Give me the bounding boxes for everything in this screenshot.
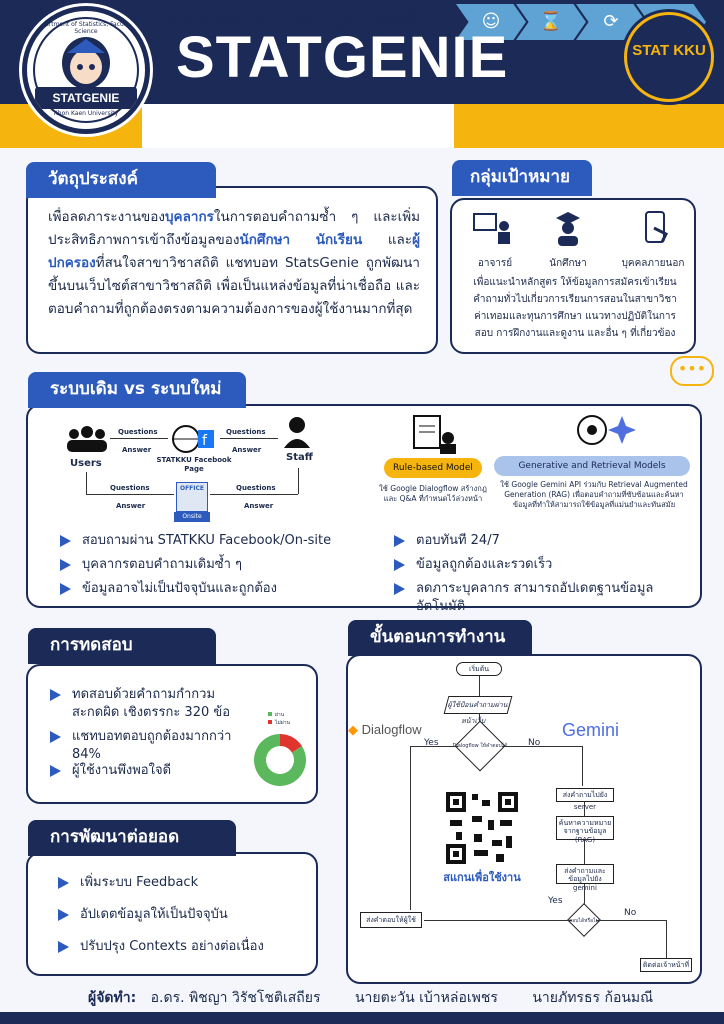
generative-desc: ใช้ Google Gemini API ร่วมกับ Retrieval … <box>500 480 688 509</box>
future-point-3: ปรับปรุง Contexts อย่างต่อเนื่อง <box>58 938 278 956</box>
new-point-2: ข้อมูลถูกต้องและรวดเร็ว <box>394 556 694 574</box>
mascot-icon <box>62 37 110 89</box>
answer-label-3: Answer <box>116 502 146 510</box>
future-card <box>26 852 318 976</box>
flow-decision-2-label: ตอบได้หรือไม่ <box>569 918 599 924</box>
testing-heading: การทดสอบ <box>28 628 216 664</box>
logo-arc-text: Department of Statistics, Faculty of Sci… <box>32 21 140 35</box>
chat-bubble-icon: ••• <box>670 356 714 386</box>
rule-based-desc: ใช้ Google Dialogflow สร้างกฎ และ Q&A ที… <box>379 484 487 503</box>
flow-fallback: ติดต่อเจ้าหน้าที่ <box>640 958 692 972</box>
questions-label-1: Questions <box>118 428 158 436</box>
facebook-page-label: STATKKU Facebook Page <box>156 456 232 473</box>
statgenie-logo: Department of Statistics, Faculty of Sci… <box>22 6 150 134</box>
svg-text:f: f <box>202 433 208 449</box>
future-point-1: เพิ่มระบบ Feedback <box>58 874 278 892</box>
dialogflow-logo: ◆ Dialogflow <box>348 722 422 737</box>
flow-yes-label-2: Yes <box>548 896 563 906</box>
old-point-1: สอบถามผ่าน STATKKU Facebook/On-site <box>60 532 360 550</box>
target-student-label: นักศึกษา <box>549 258 587 269</box>
legend-pass-swatch <box>268 712 272 716</box>
teacher-icon <box>472 212 512 246</box>
legend-fail-label: ไม่ผ่าน <box>274 719 291 726</box>
footer-bar <box>0 1012 724 1024</box>
logo-banner-text: STATGENIE <box>35 87 137 109</box>
future-heading: การพัฒนาต่อยอด <box>28 820 236 856</box>
footer-credits: ผู้จัดทำ: อ.ดร. พิชญา วิรัชโชติเสถียร นา… <box>88 987 653 1009</box>
new-point-1: ตอบทันที 24/7 <box>394 532 694 550</box>
new-point-3: ลดภาระบุคลากร สามารถอัปเดตฐานข้อมูลอัตโน… <box>394 580 694 616</box>
flow-no-label-2: No <box>624 908 637 918</box>
pie-slice-fail <box>280 734 302 753</box>
old-point-3: ข้อมูลอาจไม่เป็นปัจจุบันและถูกต้อง <box>60 580 360 598</box>
footer-name-2: นายตะวัน เบ้าหล่อเพชร <box>354 990 498 1006</box>
testing-point-1: ทดสอบด้วยคำถามกำกวม สะกดผิด เชิงตรรกะ 32… <box>50 686 250 722</box>
generative-model-pill: Generative and Retrieval Models <box>494 456 690 476</box>
flow-step-rag: ค้นหาความหมายจากฐานข้อมูล (RAG) <box>556 816 614 844</box>
target-outsider-label: บุคคลภายนอก <box>621 258 685 269</box>
flow-decision-label: Dialogflow ให้คำตอบได้ <box>452 743 508 749</box>
compare-heading: ระบบเดิม vs ระบบใหม่ <box>28 372 246 408</box>
qr-code-icon <box>444 790 520 866</box>
accuracy-pie-chart: ผ่าน ไม่ผ่าน <box>254 712 306 786</box>
answer-label-4: Answer <box>244 502 274 510</box>
ai-brain-icon <box>568 410 638 452</box>
flow-input: ผู้ใช้ป้อนคำถามผ่านหน้าเว็บ <box>443 696 513 725</box>
statkku-logo-text: STAT KKU <box>632 42 706 59</box>
workflow-card <box>346 654 702 984</box>
objective-text: เพื่อลดภาระงานของบุคลากรในการตอบคำถามซ้ำ… <box>48 209 420 317</box>
subtitle-box <box>142 104 454 148</box>
workflow-heading: ขั้นตอนการทำงาน <box>348 620 532 656</box>
rule-based-icon <box>410 414 458 454</box>
testing-point-2: แชทบอทตอบถูกต้องมากกว่า 84% <box>50 728 260 764</box>
flow-start: เริ่มต้น <box>456 662 502 676</box>
footer-name-3: นายภัทรธร ก้อนมณี <box>532 990 654 1006</box>
target-teacher-label: อาจารย์ <box>477 258 513 269</box>
page-title: STATGENIE <box>176 25 509 90</box>
users-label: Users <box>70 458 102 469</box>
onsite-label: Onsite <box>174 512 210 522</box>
testing-point-3: ผู้ใช้งานพึงพอใจดี <box>50 762 250 780</box>
questions-label-4: Questions <box>236 484 276 492</box>
flow-step-gemini: ส่งคำถามและข้อมูลไปยัง gemini <box>556 864 614 892</box>
answer-label-2: Answer <box>232 446 262 454</box>
users-icon <box>64 426 110 452</box>
logo-bottom-text: Khon Kaen University <box>53 110 119 117</box>
flow-no-label: No <box>528 738 541 748</box>
footer-label: ผู้จัดทำ: <box>88 990 137 1006</box>
legend-fail-swatch <box>268 720 272 724</box>
rule-based-model-pill: Rule-based Model <box>384 458 482 478</box>
legend-pass-label: ผ่าน <box>275 712 285 718</box>
statkku-logo: STAT KKU <box>624 12 714 102</box>
staff-icon <box>282 416 312 448</box>
gemini-logo: Gemini <box>562 720 620 740</box>
outsider-icon <box>636 210 676 246</box>
subtitle: แชทบอทเพื่อบริการที่ชาญฉลาดยิ่งขึ้น <box>154 13 427 33</box>
office-label: OFFICE <box>179 485 205 492</box>
target-heading: กลุ่มเป้าหมาย <box>452 160 592 196</box>
facebook-page-icon: f <box>172 424 216 454</box>
target-card <box>450 198 696 354</box>
qr-scan-label: สแกนเพื่อใช้งาน <box>443 871 521 884</box>
objective-heading: วัตถุประสงค์ <box>26 162 216 198</box>
pie-slice-pass <box>254 734 306 786</box>
objective-card <box>26 186 438 354</box>
future-point-2: อัปเดตข้อมูลให้เป็นปัจจุบัน <box>58 906 278 924</box>
office-icon: OFFICE <box>176 482 208 512</box>
flow-reply: ส่งคำตอบให้ผู้ใช้ <box>360 912 422 928</box>
staff-label: Staff <box>286 452 313 463</box>
student-icon <box>548 210 588 246</box>
old-point-2: บุคลากรตอบคำถามเดิมซ้ำ ๆ <box>60 556 360 574</box>
questions-label-2: Questions <box>226 428 266 436</box>
flow-yes-label: Yes <box>424 738 439 748</box>
flow-step-server: ส่งคำถามไปยัง server <box>556 788 614 811</box>
answer-label-1: Answer <box>122 446 152 454</box>
footer-name-1: อ.ดร. พิชญา วิรัชโชติเสถียร <box>150 990 321 1006</box>
questions-label-3: Questions <box>110 484 150 492</box>
dialogflow-label: Dialogflow <box>361 722 422 737</box>
target-description: เพื่อแนะนำหลักสูตร ให้ข้อมูลการสมัครเข้า… <box>473 277 677 339</box>
